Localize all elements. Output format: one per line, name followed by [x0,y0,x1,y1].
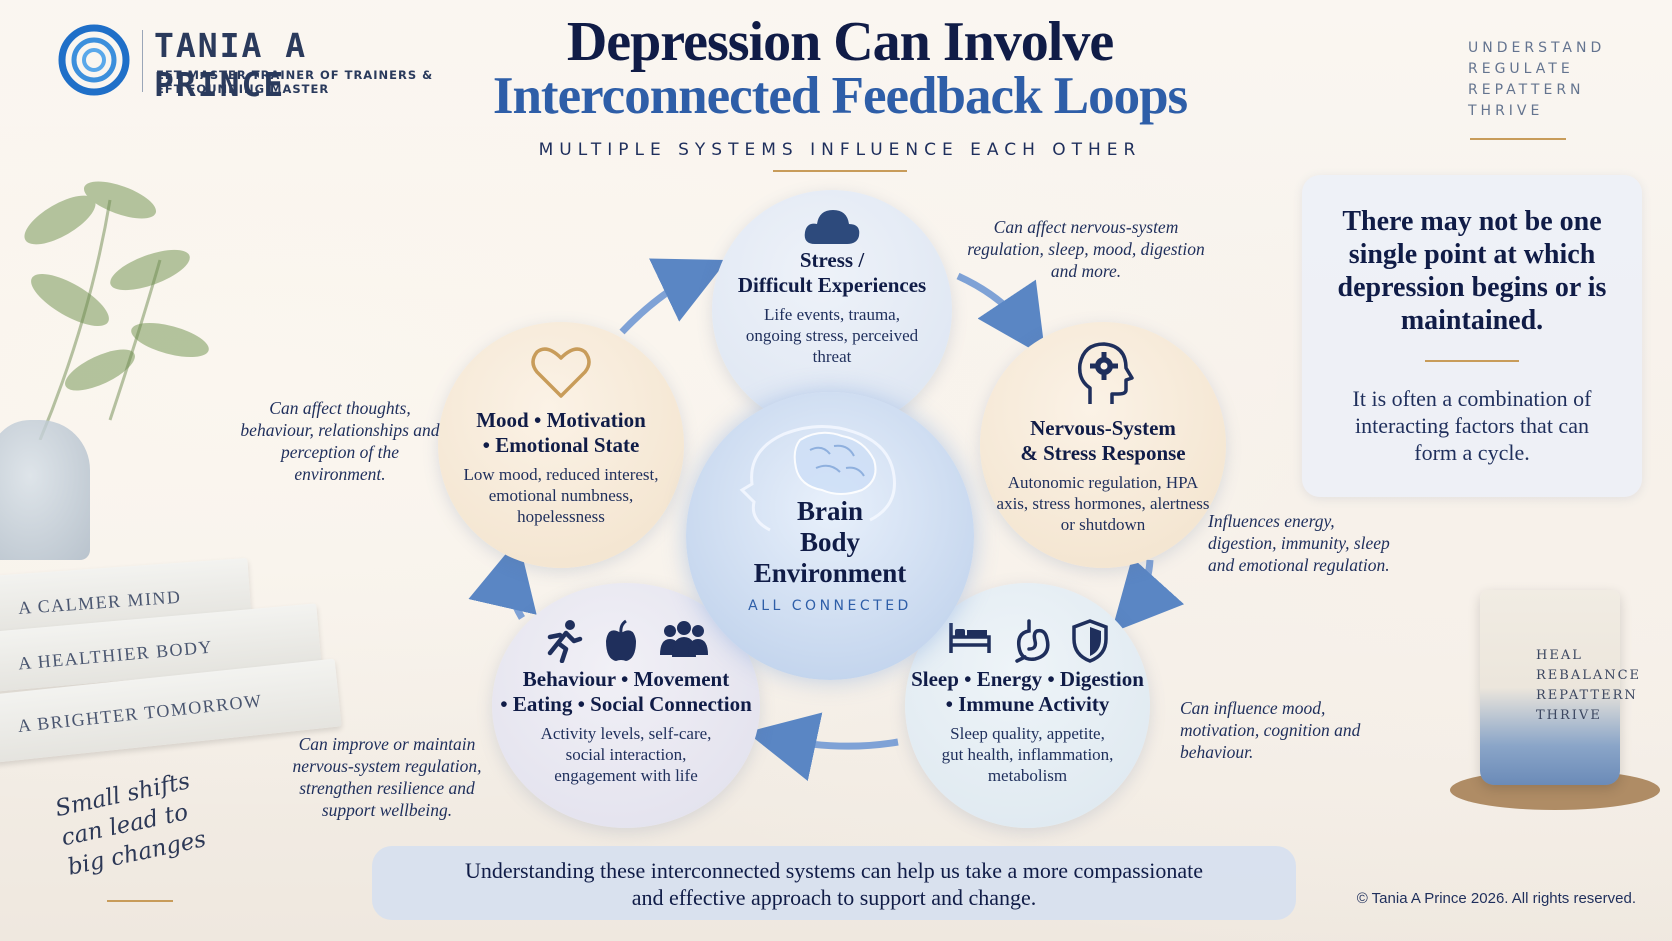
arrow-sleep-to-behaviour [746,712,899,781]
arrow-nervous-to-sleep [1111,557,1185,633]
arrow-stress-to-nervous [956,272,1046,358]
node-description: Autonomic regulation, HPA axis, stress h… [996,473,1210,534]
info-card-heading: There may not be one single point at whi… [1337,206,1607,336]
cloud-icon [804,210,860,244]
brand-name: TANIA A PRINCE [154,26,308,104]
mug-word: THRIVE [1536,708,1602,723]
mug-decoration [1480,590,1620,785]
stomach-icon [1014,619,1049,663]
node-stress: Stress / Difficult Experiences Life even… [712,190,952,430]
bottom-banner: Understanding these interconnected syste… [372,846,1296,920]
info-card-body: It is often a combination of interacting… [1352,386,1592,465]
annotation-nervous-system: Influences energy, digestion, immunity, … [1208,511,1390,575]
icon-row [542,619,710,663]
node-description: Life events, trauma, ongoing stress, per… [745,305,919,366]
node-nervous-system: Nervous-System & Stress Response Autonom… [980,322,1226,568]
node-description: Activity levels, self-care, social inter… [540,724,712,785]
divider [1425,360,1519,362]
mug-text: HEAL REBALANCE REPATTERN THRIVE [1536,646,1642,726]
center-word: Environment [753,558,907,588]
node-title: Sleep • Energy • Digestion [911,667,1144,691]
tagline-word: REGULATE [1468,61,1574,77]
info-card: There may not be one single point at whi… [1302,175,1642,497]
brand-subtitle: EFT MASTER TRAINER OF TRAINERS & [156,68,434,82]
tagline-word: REPATTERN [1468,82,1585,98]
brain-head-icon [739,424,896,532]
brand-logo: TANIA A PRINCE EFT MASTER TRAINER OF TRA… [58,24,458,104]
annotation-stress: Can affect nervous-system regulation, sl… [967,217,1205,281]
node-sleep-energy: Sleep • Energy • Digestion • Immune Acti… [905,583,1150,828]
divider [107,900,173,902]
divider [142,30,143,92]
node-title: Behaviour • Movement [522,667,730,691]
concentric-rings-logo-icon [58,24,130,96]
page-subtitle: MULTIPLE SYSTEMS INFLUENCE EACH OTHER [538,140,1142,160]
node-title: Mood • Motivation [476,408,646,432]
node-mood: Mood • Motivation • Emotional State Low … [438,322,684,568]
node-title: • Immune Activity [945,692,1110,716]
node-title: Difficult Experiences [737,273,927,297]
mug-word: REPATTERN [1536,688,1638,703]
annotation-sleep: Can influence mood, motivation, cognitio… [1180,698,1361,762]
tagline-stack: UNDERSTAND REGULATE REPATTERN THRIVE [1468,38,1658,122]
center-words: Brain Body Environment [686,496,974,589]
node-center: Brain Body Environment ALL CONNECTED [686,392,974,680]
annotation-mood: Can affect thoughts, behaviour, relation… [240,398,440,484]
mug-word: REBALANCE [1536,668,1642,683]
node-title: Nervous-System [1030,416,1176,440]
handwritten-note: Small shifts can lead to big changes [53,757,248,882]
running-person-icon [547,620,583,663]
banner-line: and effective approach to support and ch… [631,885,1037,910]
vase-decoration [0,420,90,560]
tagline-word: UNDERSTAND [1468,40,1606,56]
head-gear-icon [1077,342,1134,404]
tagline-word: THRIVE [1468,103,1544,119]
page-title: Depression Can Involve [566,11,1114,73]
node-description: Low mood, reduced interest, emotional nu… [463,465,659,526]
icon-row [947,619,1109,663]
node-title: & Stress Response [1020,441,1186,465]
brand-subtitle: EFT FOUNDING MASTER [156,82,330,96]
arrow-behaviour-to-mood [468,538,537,620]
divider [773,170,907,172]
mug-word: HEAL [1536,648,1583,663]
annotation-behaviour: Can improve or maintain nervous-system r… [292,734,482,820]
page-title-secondary: Interconnected Feedback Loops [492,67,1188,125]
copyright-notice: © Tania A Prince 2026. All rights reserv… [1356,890,1636,907]
node-title: Stress / [799,248,865,272]
group-icon [660,621,708,657]
node-title: • Eating • Social Connection [500,692,752,716]
apple-icon [606,619,636,661]
node-behaviour: Behaviour • Movement • Eating • Social C… [492,583,760,828]
divider [1470,138,1566,140]
center-word: Body [799,527,861,557]
node-description: Sleep quality, appetite, gut health, inf… [941,724,1114,785]
center-word: Brain [796,496,863,526]
arrow-mood-to-stress [619,258,728,335]
plant-decoration [24,181,209,440]
node-title: • Emotional State [482,433,640,457]
center-subtitle: ALL CONNECTED [748,598,912,614]
bed-icon [948,623,991,653]
heart-icon [531,347,591,398]
shield-icon [1071,619,1108,663]
banner-line: Understanding these interconnected syste… [465,858,1203,883]
